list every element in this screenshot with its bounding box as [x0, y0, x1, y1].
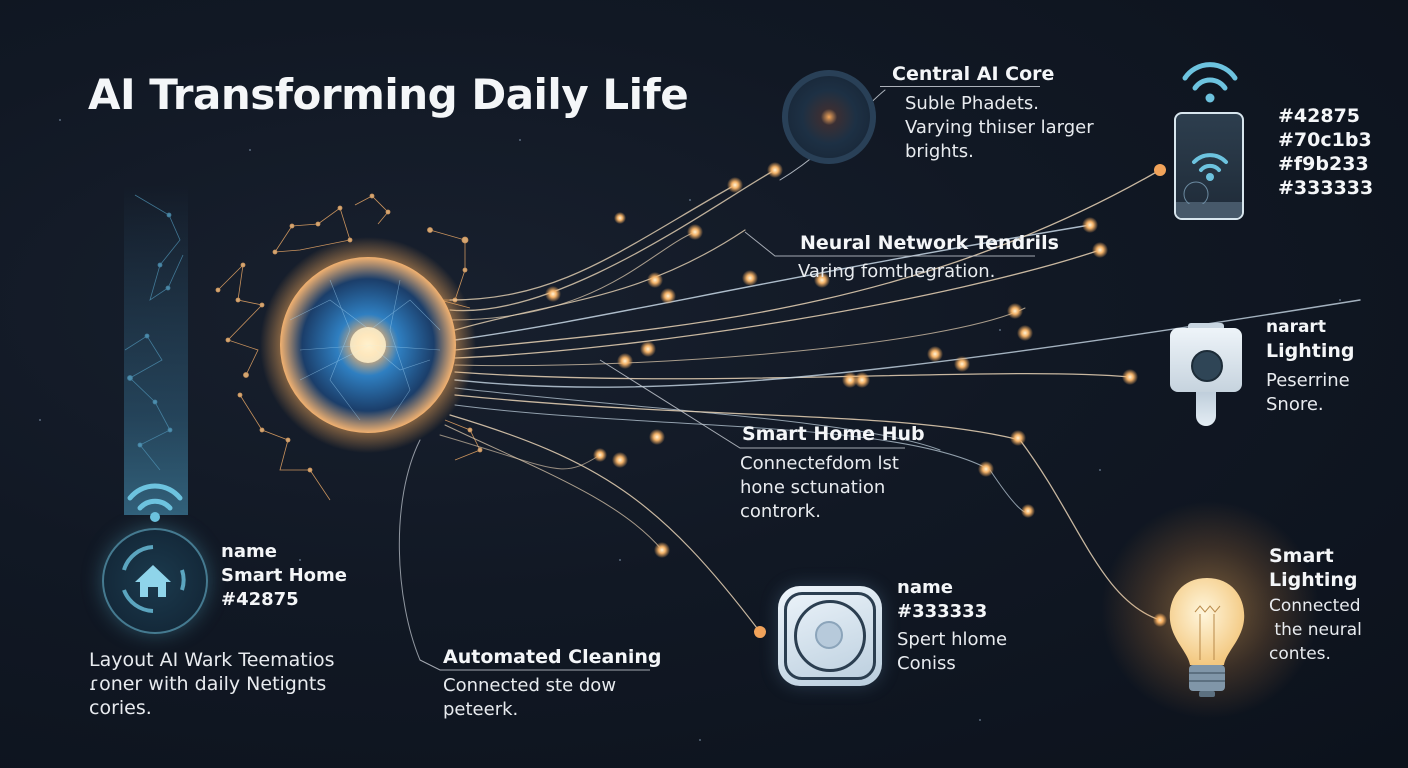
palette-swatch: #333333 — [1278, 177, 1374, 199]
blue-constellation — [124, 194, 184, 471]
palette-swatch: #f9b233 — [1278, 153, 1369, 175]
smartphone-icon — [1174, 112, 1244, 220]
camera-lens-icon — [1191, 350, 1223, 382]
palette-list: #42875 #70c1b3 #f9b233 #333333 — [1278, 104, 1373, 200]
camera-top — [1188, 323, 1224, 331]
central-core-label: Central AI Core — [892, 62, 1054, 86]
tendrils-heading: Neural Network Tendrils — [800, 232, 1059, 254]
tendrils — [398, 89, 1361, 661]
smart-home-hub-label: Smart Home Hub — [742, 422, 925, 446]
tendrils-label: Neural Network Tendrils — [800, 231, 1059, 255]
automated-cleaning-label: Automated Cleaning — [443, 645, 662, 669]
wifi-icon-home — [127, 483, 183, 511]
ai-sphere — [260, 237, 476, 453]
tendrils-desc: Varing fomthegration. — [798, 261, 996, 282]
page-title: AI Transforming Daily Life — [88, 70, 689, 119]
wifi-icon-top — [1182, 62, 1238, 91]
smart-home-label: name Smart Home #42875 — [221, 541, 348, 610]
central-core-icon — [782, 70, 876, 164]
central-core-desc: Suble Phadets. Varying thiıser larger br… — [905, 93, 1094, 162]
palette-swatch: #70c1b3 — [1278, 129, 1372, 151]
glow-nodes — [545, 162, 1167, 638]
smart-home-hub-desc: Connectefdom lst hone sctunation contror… — [740, 453, 899, 522]
layout-note: Layout AI Wark Teematios ɾoner with dail… — [89, 649, 335, 719]
central-core-heading: Central AI Core — [892, 63, 1055, 85]
camera-stem — [1196, 392, 1216, 426]
smart-home-icon — [102, 528, 208, 634]
central-core-rule — [880, 86, 1040, 87]
smart-lighting-label: Smart Lighting Connected the neural cont… — [1269, 545, 1362, 664]
automated-cleaning-heading: Automated Cleaning — [443, 646, 662, 668]
camera-label: narart Lighting Peserrine Snore. — [1266, 317, 1355, 415]
leader-lines — [419, 231, 1035, 671]
hub-device-icon — [778, 586, 882, 686]
palette-swatch: #42875 — [1278, 105, 1361, 127]
automated-cleaning-desc: Connected ste dow peteerk. — [443, 675, 617, 720]
smart-home-hub-heading: Smart Home Hub — [742, 423, 925, 445]
hub-device-label: name #333333 Spert hlome Coniss — [897, 577, 1008, 674]
stars — [39, 119, 1341, 741]
